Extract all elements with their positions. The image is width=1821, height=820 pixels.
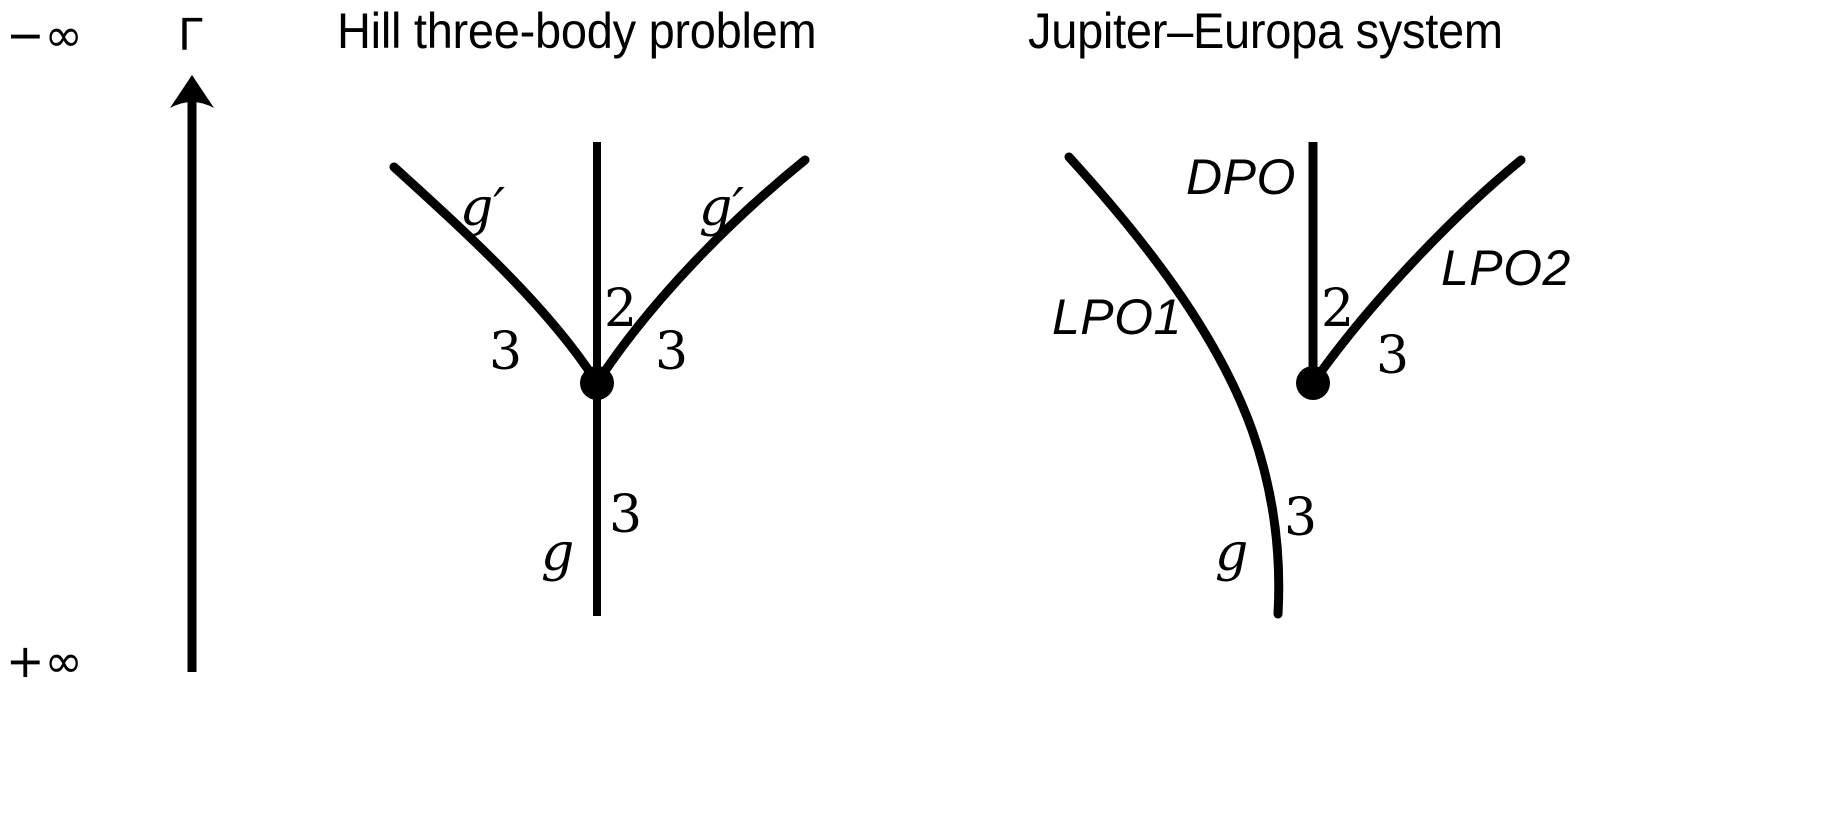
hill-lower-branch-multiplicity: 3 (609, 485, 643, 545)
hill-bifurcation-point (580, 366, 614, 400)
axis-symbol-gamma: Γ (178, 10, 203, 61)
hill-left-branch-multiplicity: 3 (489, 322, 523, 382)
hill-left-branch-label: g′ (460, 178, 506, 238)
je-lpo2-branch-label: LPO2 (1441, 240, 1571, 296)
axis-arrowhead-icon (170, 75, 214, 108)
je-lower-branch-multiplicity: 3 (1284, 488, 1318, 548)
hill-right-branch-multiplicity: 3 (655, 322, 689, 382)
je-bifurcation-point (1296, 366, 1330, 400)
parameter-axis (170, 75, 214, 672)
axis-bottom-label: +∞ (6, 634, 83, 688)
hill-right-branch-label: g′ (699, 178, 745, 238)
je-lpo2-branch-multiplicity: 3 (1376, 326, 1410, 386)
hill-center-branch-multiplicity: 2 (604, 279, 638, 339)
panel-title-hill: Hill three-body problem (337, 3, 817, 59)
je-lpo1-branch-label: LPO1 (1052, 289, 1182, 345)
panel-title-jupiter-europa: Jupiter–Europa system (1028, 3, 1503, 59)
je-lower-branch-label: g (1215, 523, 1249, 583)
hill-lower-branch-label: g (541, 523, 575, 583)
je-center-branch-multiplicity: 2 (1321, 279, 1355, 339)
je-center-branch-label: DPO (1186, 149, 1296, 205)
axis-top-label: −∞ (6, 8, 83, 62)
